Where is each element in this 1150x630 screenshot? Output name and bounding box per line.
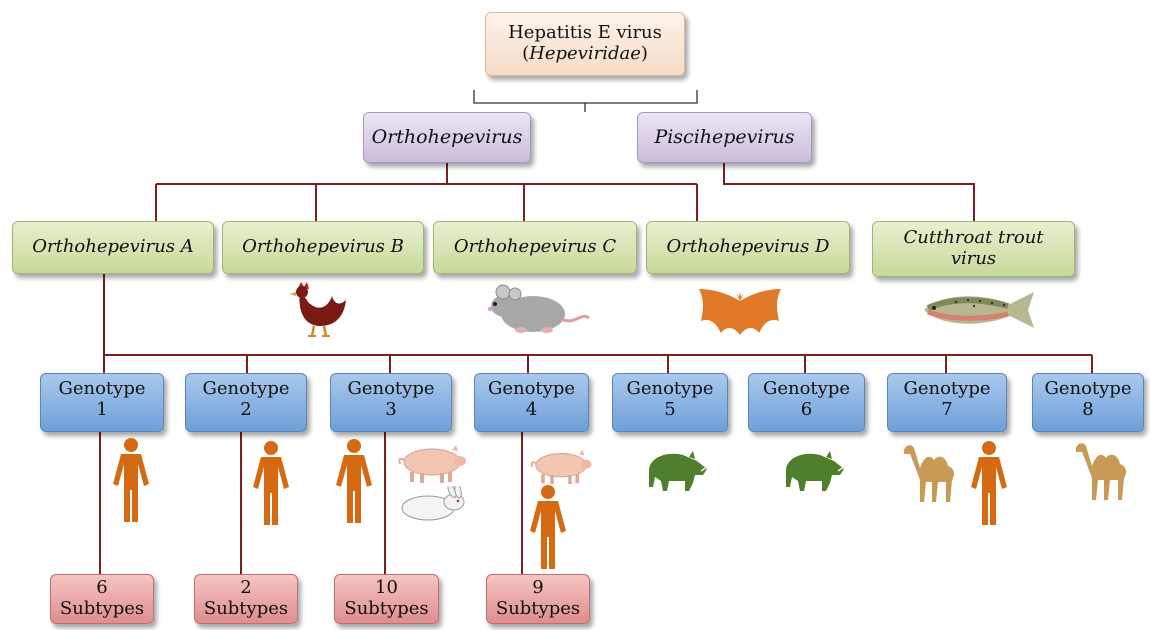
- genus-orthohepevirus-label: Orthohepevirus: [372, 127, 523, 149]
- human-icon: [107, 437, 155, 525]
- genotype-number: 7: [941, 400, 952, 421]
- subtype-label: Subtypes: [496, 599, 580, 620]
- human-icon: [524, 484, 572, 572]
- trout-label-line1: Cutthroat trout: [903, 228, 1043, 249]
- subtype-label: Subtypes: [60, 599, 144, 620]
- genotype-label: Genotype: [488, 379, 575, 400]
- root-title: Hepatitis E virus: [508, 23, 662, 44]
- genotype-number: 1: [96, 400, 107, 421]
- species-c-label: Orthohepevirus C: [454, 237, 616, 258]
- genotype-1: Genotype 1: [40, 373, 164, 432]
- genotype-label: Genotype: [903, 379, 990, 400]
- genotype-label: Genotype: [202, 379, 289, 400]
- genotype-number: 2: [240, 400, 251, 421]
- species-d-label: Orthohepevirus D: [667, 237, 830, 258]
- genotype-number: 5: [664, 400, 675, 421]
- genotype-3: Genotype 3: [330, 373, 452, 432]
- genotype-label: Genotype: [58, 379, 145, 400]
- bat-icon: [697, 287, 783, 339]
- human-icon: [247, 440, 295, 528]
- trout-icon: [920, 288, 1038, 332]
- subtype-count: 10: [375, 578, 398, 599]
- genotype-7: Genotype 7: [887, 373, 1007, 432]
- boar-icon: [643, 447, 711, 493]
- pig-icon: [528, 449, 594, 485]
- genotype-label: Genotype: [1044, 379, 1131, 400]
- subtypes-genotype-3: 10 Subtypes: [334, 574, 439, 624]
- species-b-label: Orthohepevirus B: [242, 237, 404, 258]
- genotype-4: Genotype 4: [474, 373, 589, 432]
- subtype-label: Subtypes: [344, 599, 428, 620]
- genotype-number: 8: [1082, 400, 1093, 421]
- genotype-label: Genotype: [626, 379, 713, 400]
- genus-piscihepevirus-label: Piscihepevirus: [654, 127, 794, 149]
- subtype-count: 2: [240, 578, 251, 599]
- root-hepatitis-e-virus: Hepatitis E virus (Hepeviridae): [485, 12, 685, 76]
- subtype-label: Subtypes: [204, 599, 288, 620]
- species-orthohepevirus-c: Orthohepevirus C: [433, 221, 637, 274]
- species-a-label: Orthohepevirus A: [32, 237, 194, 258]
- species-cutthroat-trout-virus: Cutthroat trout virus: [872, 221, 1075, 277]
- subtype-count: 6: [96, 578, 107, 599]
- genotype-2: Genotype 2: [185, 373, 307, 432]
- human-icon: [330, 438, 378, 526]
- pig-icon: [396, 444, 468, 484]
- chicken-icon: [284, 278, 350, 342]
- genotype-6: Genotype 6: [748, 373, 865, 432]
- genotype-label: Genotype: [763, 379, 850, 400]
- rabbit-icon: [396, 486, 468, 522]
- subtypes-genotype-1: 6 Subtypes: [50, 574, 154, 624]
- subtypes-genotype-4: 9 Subtypes: [486, 574, 590, 624]
- root-family: (Hepeviridae): [522, 44, 648, 65]
- subtypes-genotype-2: 2 Subtypes: [194, 574, 298, 624]
- subtype-count: 9: [532, 578, 543, 599]
- genotype-number: 6: [801, 400, 812, 421]
- root-family-name: Hepeviridae: [529, 43, 641, 64]
- camel-icon: [1072, 438, 1134, 502]
- genotype-number: 4: [526, 400, 537, 421]
- rat-icon: [485, 282, 593, 338]
- species-orthohepevirus-a: Orthohepevirus A: [12, 221, 214, 274]
- species-orthohepevirus-b: Orthohepevirus B: [222, 221, 424, 274]
- genotype-5: Genotype 5: [612, 373, 728, 432]
- trout-label-line2: virus: [951, 249, 996, 270]
- boar-icon: [780, 447, 848, 493]
- genus-piscihepevirus: Piscihepevirus: [637, 112, 812, 163]
- human-icon: [965, 440, 1013, 528]
- genotype-label: Genotype: [347, 379, 434, 400]
- camel-icon: [900, 440, 962, 504]
- genotype-number: 3: [385, 400, 396, 421]
- genus-orthohepevirus: Orthohepevirus: [363, 112, 531, 163]
- genotype-8: Genotype 8: [1032, 373, 1144, 432]
- species-orthohepevirus-d: Orthohepevirus D: [646, 221, 850, 274]
